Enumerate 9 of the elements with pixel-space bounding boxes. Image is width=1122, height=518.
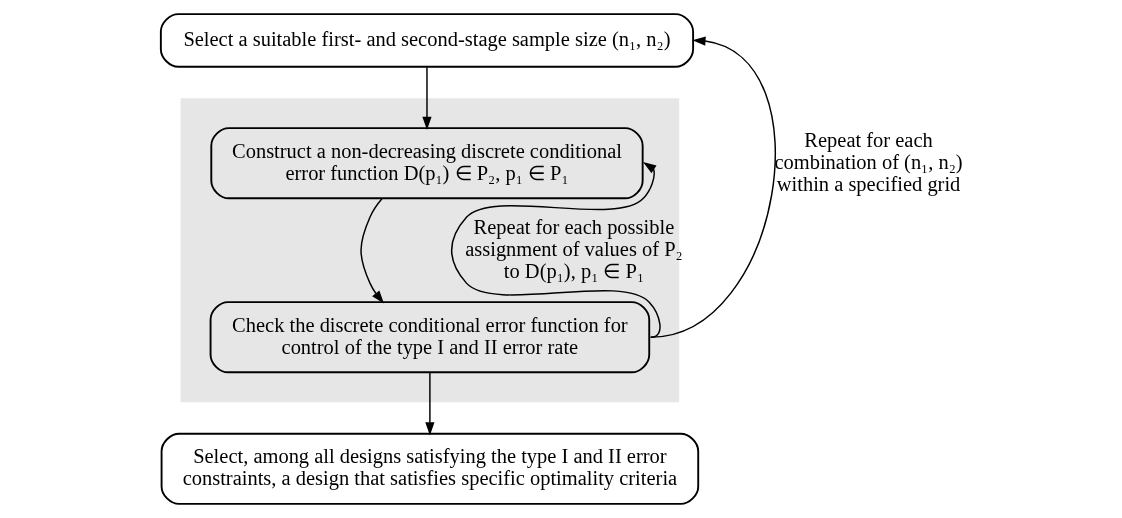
arrow — [424, 371, 434, 436]
node-box: Construct a non-decreasing discrete conditional error function D(p₁) ∈ P₂, p₁ ∈ P₁ — [209, 127, 644, 200]
arrow — [421, 66, 432, 130]
node-box: Check the discrete conditional error function for control of the type I and II error rate — [209, 301, 650, 374]
arrow — [359, 198, 384, 304]
arrow — [450, 162, 661, 338]
edge-label: Repeat for each possible assignment of values of P₂ to D(p₁), p₁ ∈ P₁ — [464, 215, 683, 282]
node-box: Select a suitable first- and second-stage sample size (n₁, n₂) — [159, 13, 694, 68]
node-box: Select, among all designs satisfying the type I and II error constraints, a design that satisfies specific optimality criteria — [160, 432, 699, 505]
